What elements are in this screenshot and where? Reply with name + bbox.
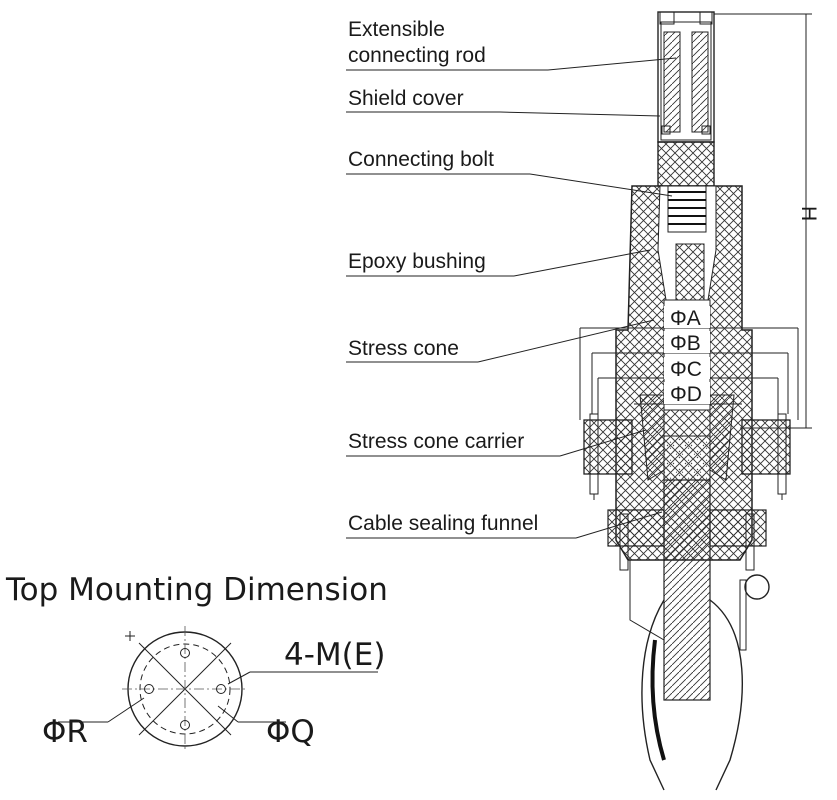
dim-phi-d: ΦD <box>670 383 702 406</box>
cable <box>629 479 770 791</box>
dim-h: H <box>797 206 820 221</box>
mounting-phi-r: ΦR <box>42 714 88 750</box>
dim-phi-a: ΦA <box>670 307 701 330</box>
stress-cone-carrier <box>583 413 791 500</box>
label-extensible-line2: connecting rod <box>348 44 486 67</box>
label-extensible-line1: Extensible <box>348 18 445 41</box>
dim-phi-b: ΦB <box>670 332 701 355</box>
mounting-holes-label: 4-M(E) <box>284 637 385 673</box>
mounting-plate <box>122 626 248 752</box>
dim-phi-c: ΦC <box>670 358 702 381</box>
shield-cover <box>657 141 715 187</box>
mounting-phi-q: ΦQ <box>266 714 315 750</box>
label-stress-cone-carrier: Stress cone carrier <box>348 430 524 453</box>
label-shield-cover: Shield cover <box>348 87 464 110</box>
mounting-title: Top Mounting Dimension <box>5 572 388 608</box>
extensible-connecting-rod <box>657 11 715 143</box>
label-cable-sealing-funnel: Cable sealing funnel <box>348 512 538 535</box>
label-epoxy-bushing: Epoxy bushing <box>348 250 486 273</box>
cable-sealing-funnel <box>607 509 767 571</box>
mounting-holes <box>144 648 226 730</box>
stress-cone <box>639 394 735 481</box>
label-stress-cone: Stress cone <box>348 337 459 360</box>
label-connecting-bolt: Connecting bolt <box>348 148 494 171</box>
connecting-bolt <box>667 185 707 233</box>
